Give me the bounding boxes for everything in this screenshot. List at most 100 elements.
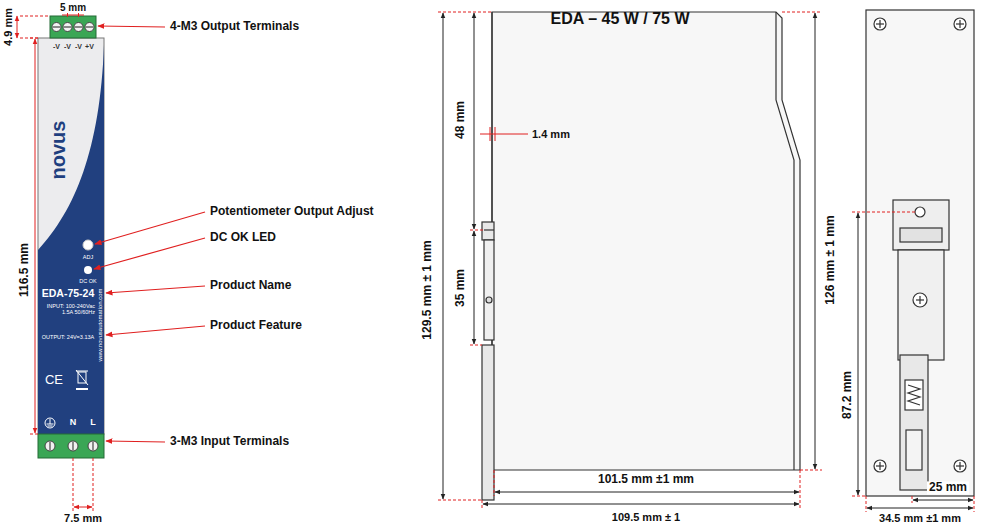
callout-label: DC OK LED: [210, 231, 276, 244]
front-dimensions: [20, 16, 50, 17]
back-dimensions: [852, 212, 915, 213]
back-view: [866, 10, 974, 496]
side-dimensions: [480, 134, 528, 135]
front-view: [74, 23, 83, 32]
side-view: [482, 222, 494, 240]
front-dimensions: [74, 507, 92, 508]
side-dimensions: [815, 13, 816, 469]
front-view: [76, 370, 88, 385]
back-view: [874, 18, 966, 472]
dimension-label: 35 mm: [454, 267, 467, 309]
front-view: [76, 371, 88, 372]
back-dimensions: [866, 496, 867, 512]
front-view: [76, 370, 88, 389]
leader-lines: [95, 212, 205, 244]
front-view: [45, 441, 98, 451]
front-dimensions: [20, 38, 38, 39]
front-dimensions: [17, 16, 18, 38]
dimension-label: 116.5 mm: [18, 241, 31, 299]
back-view: [879, 20, 880, 28]
front-dimensions: [73, 458, 74, 511]
back-view: [874, 460, 886, 472]
side-dimensions: [470, 345, 482, 346]
front-view: [84, 266, 92, 274]
front-view: [88, 441, 98, 451]
front-view: [45, 418, 55, 428]
terminal-label: +V: [85, 43, 94, 51]
product-name: EDA-75-24: [42, 288, 95, 300]
panel-text: DC OK: [79, 278, 96, 284]
front-view: [38, 16, 104, 458]
front-view: [50, 419, 51, 424]
back-view: [915, 207, 925, 217]
leader-lines: [98, 26, 165, 27]
front-view: [68, 441, 78, 451]
side-dimensions: [443, 13, 444, 499]
back-view: [954, 18, 966, 30]
panel-text: www.novusautomation.com: [97, 288, 104, 361]
back-dimensions: [852, 496, 866, 497]
callout-label: Potentiometer Output Adjust: [210, 205, 374, 218]
side-view: [484, 229, 494, 230]
side-view: [484, 240, 494, 340]
back-view: [866, 10, 974, 496]
side-dimensions: [480, 127, 528, 141]
back-dimensions: [858, 213, 859, 495]
front-view: [75, 26, 82, 27]
back-dimensions: [974, 496, 975, 512]
terminal-label: N: [70, 418, 77, 428]
callout-label: Product Name: [210, 279, 291, 292]
front-dimensions: [30, 38, 38, 39]
leader-lines: [106, 326, 205, 335]
back-view: [919, 296, 920, 304]
dimension-label: 1.4 mm: [532, 128, 570, 140]
back-view: [900, 228, 942, 242]
front-view: [50, 442, 93, 450]
dimension-label: 101.5 mm ±1 mm: [596, 473, 696, 486]
back-view: [905, 380, 923, 410]
side-dimensions: [495, 492, 799, 493]
panel-text: INPUT: 100-240Vac 1.5A 50/60Hz: [40, 303, 95, 315]
front-dimensions: [17, 13, 93, 511]
dimension-label: 34.5 mm ±1 mm: [877, 512, 963, 524]
back-view: [959, 462, 960, 470]
front-view: [76, 388, 88, 390]
back-view: [879, 462, 880, 470]
callout-label: 3-M3 Input Terminals: [170, 435, 289, 448]
back-view: [913, 293, 927, 307]
side-dimensions: [438, 500, 482, 501]
callout-label: 4-M3 Output Terminals: [170, 20, 299, 33]
dimension-label: 7.5 mm: [62, 512, 104, 524]
side-view: [482, 345, 494, 500]
back-view: [900, 355, 928, 490]
front-view: [52, 23, 61, 32]
back-view: [908, 385, 920, 405]
front-view: [53, 26, 60, 27]
side-dimensions: [470, 230, 484, 231]
leader-lines: [94, 238, 205, 269]
front-view: [45, 418, 55, 428]
front-view: [86, 26, 93, 27]
front-view: [64, 26, 71, 27]
side-dimensions: [800, 470, 801, 508]
side-dimensions: [443, 13, 815, 504]
front-dimensions: [62, 15, 84, 16]
front-view: [63, 23, 72, 32]
back-dimensions: [852, 212, 974, 512]
dimension-label: 109.5 mm ± 1: [610, 511, 682, 523]
front-view: [83, 240, 93, 250]
dimension-label: 5 mm: [60, 2, 86, 13]
front-view: [52, 23, 94, 32]
back-view: [906, 430, 922, 470]
front-dimensions: [35, 39, 36, 433]
dimension-label: 4.9 mm: [2, 6, 14, 48]
terminal-label: L: [90, 418, 96, 428]
terminal-label: -V: [75, 43, 82, 51]
front-view: [38, 434, 104, 458]
back-dimensions: [867, 508, 973, 509]
panel-text: OUTPUT: 24V=3.13A: [42, 334, 94, 340]
back-view: [898, 250, 944, 360]
side-dimensions: [483, 504, 799, 505]
leader-lines: [94, 26, 205, 442]
